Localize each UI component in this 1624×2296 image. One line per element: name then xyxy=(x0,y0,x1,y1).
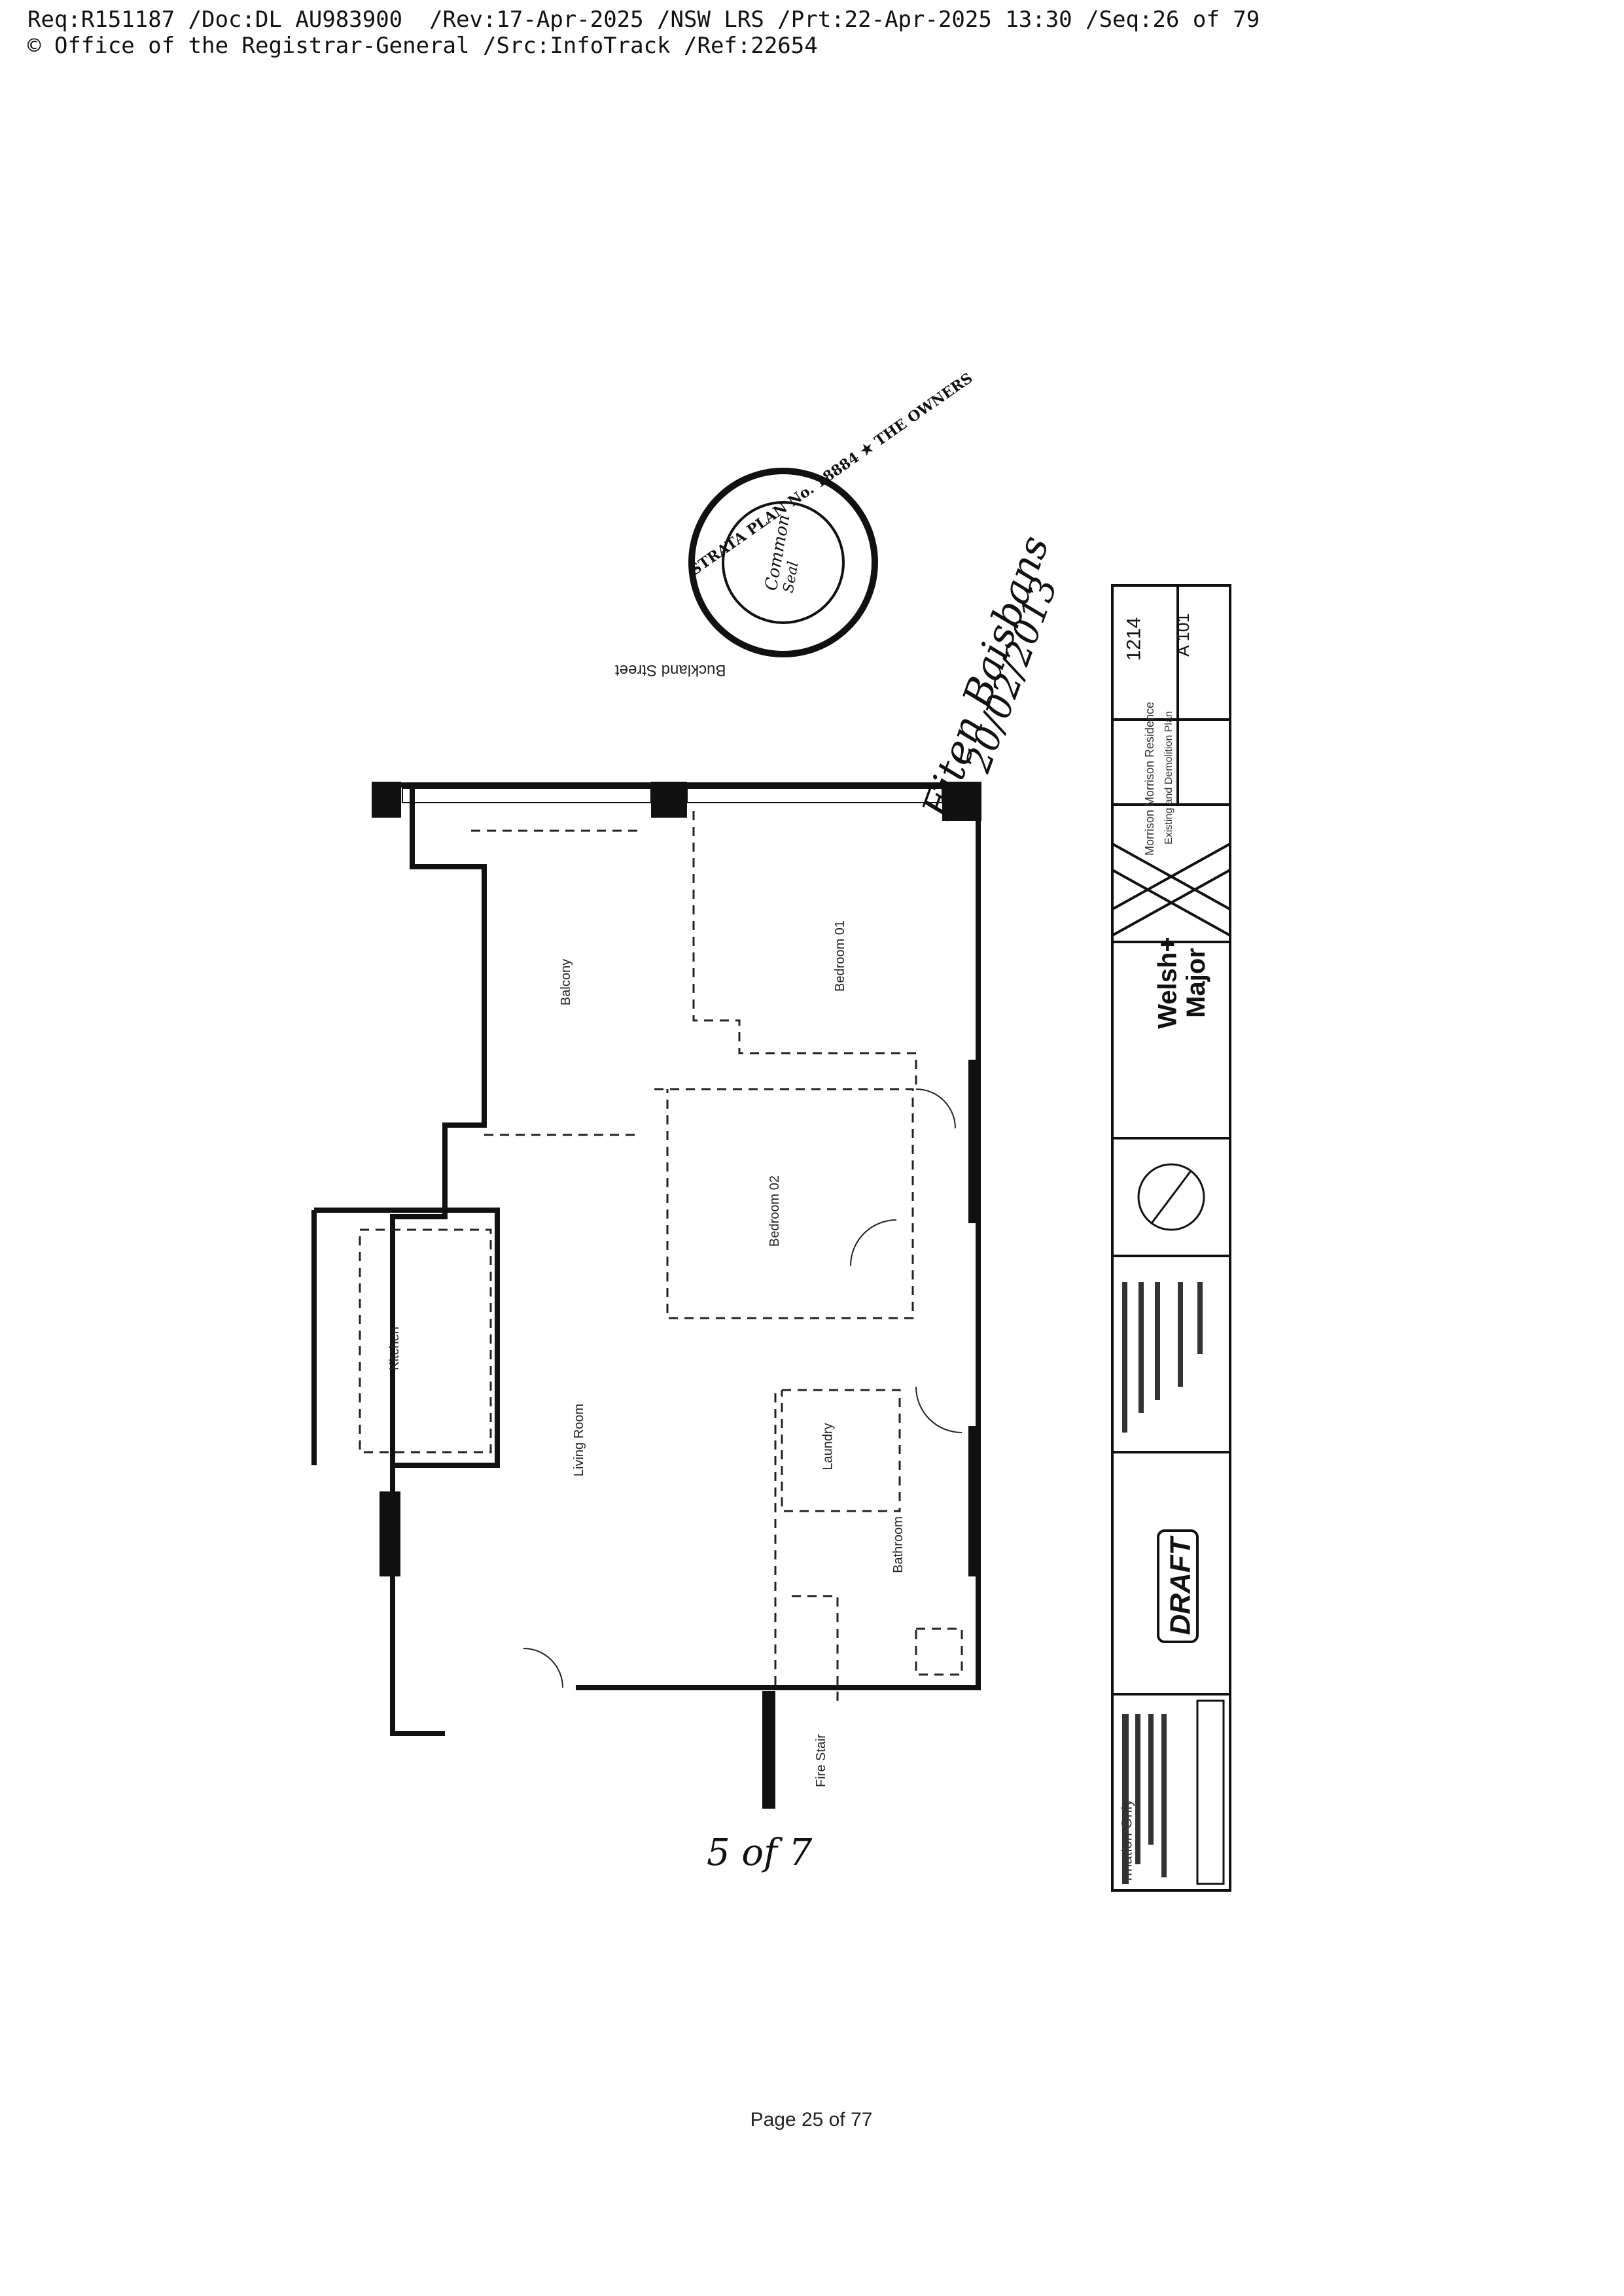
title-block-text-marks xyxy=(1122,1282,1225,1885)
room-label-bedroom1: Bedroom 01 xyxy=(832,920,847,992)
page-number: Page 25 of 77 xyxy=(750,2109,873,2131)
plan-doors xyxy=(523,1088,962,1688)
title-block-status: DRAFT xyxy=(1164,1537,1197,1635)
title-block-frame xyxy=(1111,584,1231,1892)
title-block-firm-line1: Welsh+ xyxy=(1153,937,1182,1029)
title-block-firm-line2: Major xyxy=(1181,948,1210,1018)
document-header-line1: Req:R151187 /Doc:DL AU983900 /Rev:17-Apr… xyxy=(27,7,1260,33)
title-block-project: Morrison Morrison Residence xyxy=(1143,701,1157,856)
title-block-note: rmation Only xyxy=(1118,1799,1135,1881)
room-label-fire-stair: Fire Stair xyxy=(814,1733,829,1788)
document-header-line2: © Office of the Registrar-General /Src:I… xyxy=(27,33,818,59)
title-block-project-no: 1214 xyxy=(1123,617,1145,661)
street-label: Buckland Street xyxy=(615,661,726,679)
room-label-bathroom: Bathroom xyxy=(891,1516,906,1573)
room-label-living: Living Room xyxy=(572,1403,587,1477)
title-block-drawing-title: Existing and Demolition Plan xyxy=(1163,711,1174,844)
room-label-kitchen: Kitchen xyxy=(387,1327,402,1370)
plan-wall-solids xyxy=(372,782,981,1809)
room-label-balcony: Balcony xyxy=(559,958,574,1006)
room-label-laundry: Laundry xyxy=(821,1423,836,1470)
common-seal xyxy=(688,468,878,657)
handwritten-annotation: 5 of 7 xyxy=(707,1832,813,1874)
plan-windows xyxy=(402,788,943,803)
plan-dashed-walls xyxy=(359,811,963,1701)
plan-walls xyxy=(311,782,981,1736)
title-block-drawing-no: A 101 xyxy=(1173,613,1193,657)
room-label-bedroom2: Bedroom 02 xyxy=(767,1175,782,1247)
